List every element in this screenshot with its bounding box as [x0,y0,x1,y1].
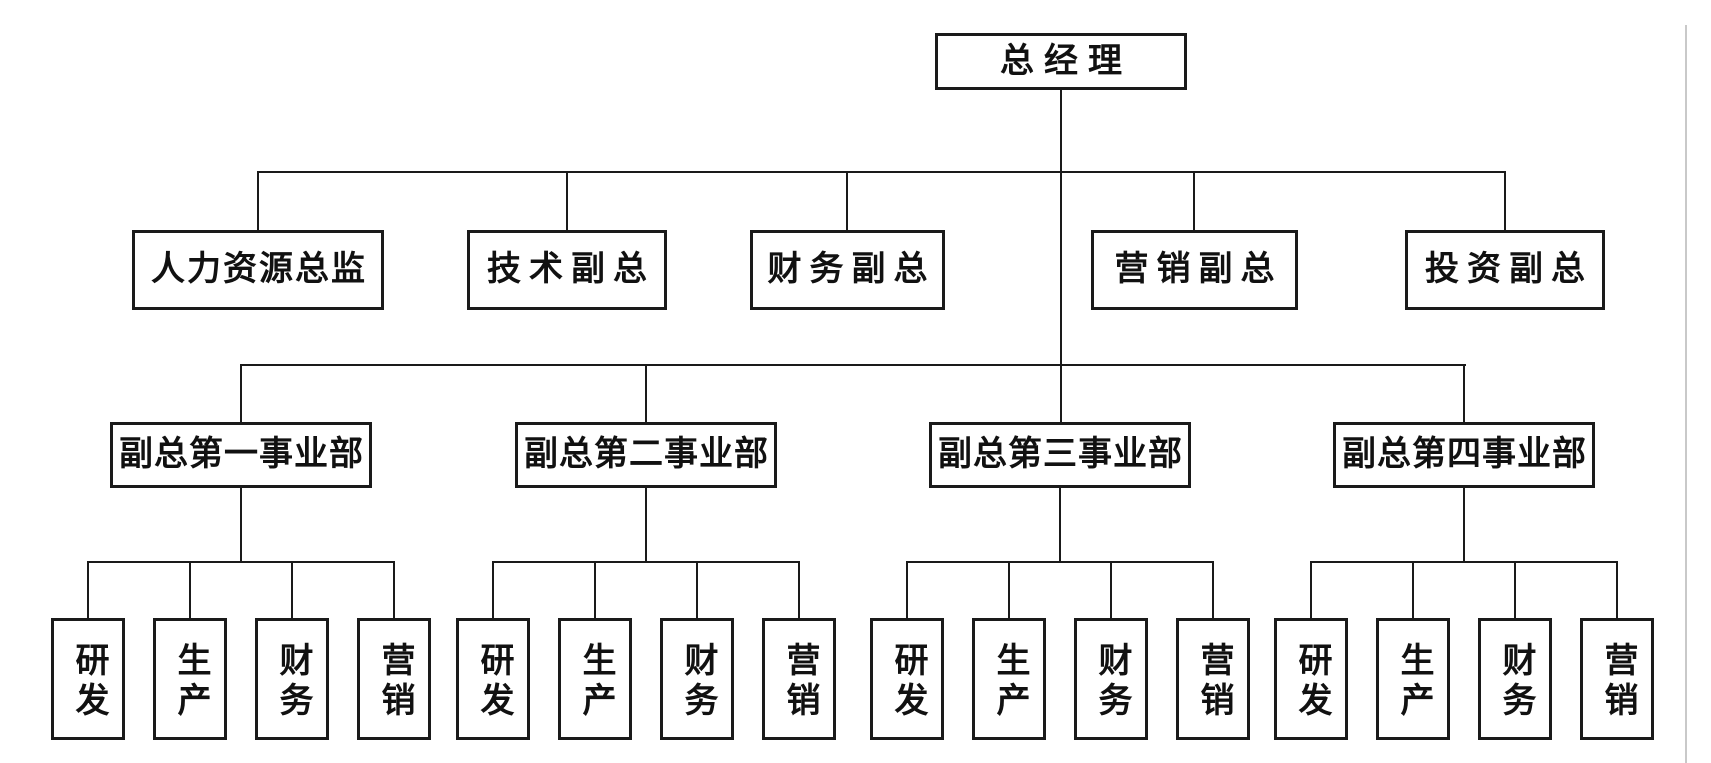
node-unit2-dept-rd: 研发 [456,618,530,740]
connector-leaf-drop [1412,561,1414,618]
node-marketing-vp: 营销副总 [1091,230,1298,310]
node-unit1-dept-finance: 财务 [255,618,329,740]
connector-leaf-drop [1514,561,1516,618]
node-unit1-dept-rd: 研发 [51,618,125,740]
connector-leaf-drop [594,561,596,618]
connector-drop-unit-4 [1463,364,1465,422]
node-unit2-dept-finance: 财务 [660,618,734,740]
node-unit1-dept-marketing: 营销 [357,618,431,740]
node-unit3-dept-production: 生产 [972,618,1046,740]
node-unit3-dept-rd: 研发 [870,618,944,740]
connector-drop-tech-vp [566,171,568,230]
connector-leaf-drop [1110,561,1112,618]
connector-leaf-drop [492,561,494,618]
node-unit2-dept-production: 生产 [558,618,632,740]
connector-leaf-drop [696,561,698,618]
connector-unit4-bus [1310,561,1618,563]
node-unit3-dept-finance: 财务 [1074,618,1148,740]
node-unit-3: 副总第三事业部 [929,422,1191,488]
connector-leaf-drop [1616,561,1618,618]
connector-unit2-bus [492,561,800,563]
connector-leaf-drop [291,561,293,618]
node-unit4-dept-finance: 财务 [1478,618,1552,740]
connector-drop-hr-director [257,171,259,230]
page-edge-line [1685,25,1687,763]
connector-leaf-drop [906,561,908,618]
connector-drop-marketing-vp [1193,171,1195,230]
connector-leaf-drop [393,561,395,618]
connector-unit1-bus [87,561,395,563]
connector-unit2-stem [645,488,647,563]
node-unit1-dept-production: 生产 [153,618,227,740]
connector-root-drop [1060,90,1062,422]
connector-leaf-drop [1008,561,1010,618]
connector-level3-bus [240,364,1466,366]
node-unit-1: 副总第一事业部 [110,422,372,488]
connector-leaf-drop [87,561,89,618]
node-unit-4: 副总第四事业部 [1333,422,1595,488]
connector-unit3-stem [1059,488,1061,563]
node-unit4-dept-marketing: 营销 [1580,618,1654,740]
connector-unit3-bus [906,561,1214,563]
connector-level2-bus [257,171,1506,173]
connector-drop-finance-vp [846,171,848,230]
connector-leaf-drop [189,561,191,618]
connector-leaf-drop [1212,561,1214,618]
node-unit4-dept-production: 生产 [1376,618,1450,740]
node-investment-vp: 投资副总 [1405,230,1605,310]
node-unit2-dept-marketing: 营销 [762,618,836,740]
node-general-manager: 总经理 [935,33,1187,90]
connector-leaf-drop [798,561,800,618]
node-unit4-dept-rd: 研发 [1274,618,1348,740]
node-tech-vp: 技术副总 [467,230,667,310]
connector-leaf-drop [1310,561,1312,618]
node-hr-director: 人力资源总监 [132,230,384,310]
node-finance-vp: 财务副总 [750,230,945,310]
node-unit-2: 副总第二事业部 [515,422,777,488]
connector-drop-investment-vp [1504,171,1506,230]
connector-unit4-stem [1463,488,1465,563]
connector-drop-unit-1 [240,364,242,422]
connector-drop-unit-2 [645,364,647,422]
connector-unit1-stem [240,488,242,563]
node-unit3-dept-marketing: 营销 [1176,618,1250,740]
